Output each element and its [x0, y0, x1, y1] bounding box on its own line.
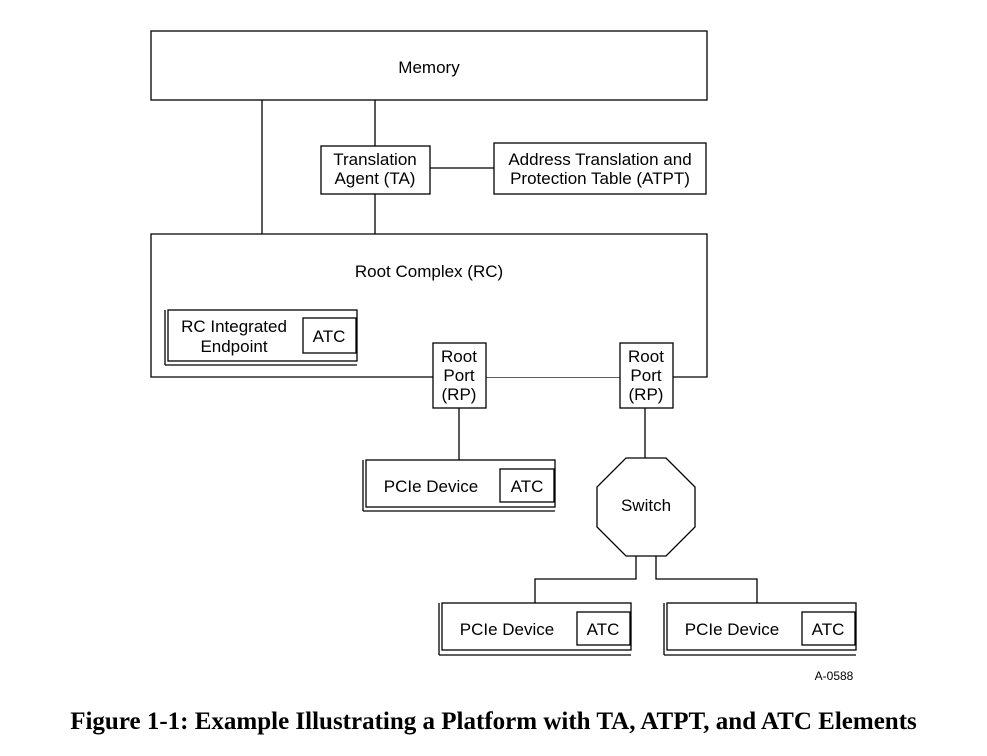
pcie-device-bottom-left: PCIe Device ATC [438, 602, 632, 656]
pcie-device-top-atc-box [499, 468, 555, 503]
rcie-atc-box [302, 317, 357, 354]
rc-integrated-endpoint: RC Integrated Endpoint ATC [164, 309, 358, 366]
figure-id: A-0588 [815, 669, 854, 683]
figure-caption: Figure 1-1: Example Illustrating a Platf… [70, 708, 917, 735]
switch-label: Switch [621, 496, 671, 515]
rp-right-line3: (RP) [629, 385, 664, 404]
rcie-atc-label: ATC [313, 327, 346, 346]
atpt-label-line2: Protection Table (ATPT) [510, 169, 690, 188]
switch: Switch [596, 457, 696, 557]
rp-right-line1: Root [628, 347, 664, 366]
connector-switch-device-left [534, 556, 637, 603]
pcie-device-bottom-left-label: PCIe Device [460, 620, 554, 639]
atpt-box: Address Translation and Protection Table… [493, 142, 707, 195]
rp-left-line3: (RP) [442, 385, 477, 404]
pcie-device-top: PCIe Device ATC [362, 459, 556, 512]
connector-switch-device-right [655, 556, 758, 603]
pcie-device-bottom-right: PCIe Device ATC [663, 602, 857, 656]
pcie-device-bottom-left-atc-box [576, 611, 631, 646]
rcie-label-line1: RC Integrated [181, 317, 287, 336]
memory-box: Memory [150, 30, 708, 101]
root-port-left: Root Port (RP) [432, 342, 487, 409]
pcie-device-bottom-left-atc-label: ATC [587, 620, 620, 639]
translation-agent-box: Translation Agent (TA) [320, 145, 431, 195]
root-complex-label: Root Complex (RC) [355, 262, 503, 281]
rcie-label-line2: Endpoint [200, 337, 267, 356]
ta-label-line1: Translation [333, 150, 416, 169]
memory-label: Memory [398, 58, 460, 77]
pcie-device-top-atc-label: ATC [511, 477, 544, 496]
rp-left-line1: Root [441, 347, 477, 366]
root-port-right: Root Port (RP) [619, 342, 674, 409]
atpt-label-line1: Address Translation and [508, 150, 691, 169]
pcie-device-bottom-right-atc-label: ATC [812, 620, 845, 639]
pcie-device-top-label: PCIe Device [384, 477, 478, 496]
rp-left-line2: Port [443, 366, 474, 385]
pcie-device-bottom-right-label: PCIe Device [685, 620, 779, 639]
pcie-device-bottom-right-atc-box [801, 611, 856, 646]
ta-label-line2: Agent (TA) [335, 169, 416, 188]
rp-right-line2: Port [630, 366, 661, 385]
